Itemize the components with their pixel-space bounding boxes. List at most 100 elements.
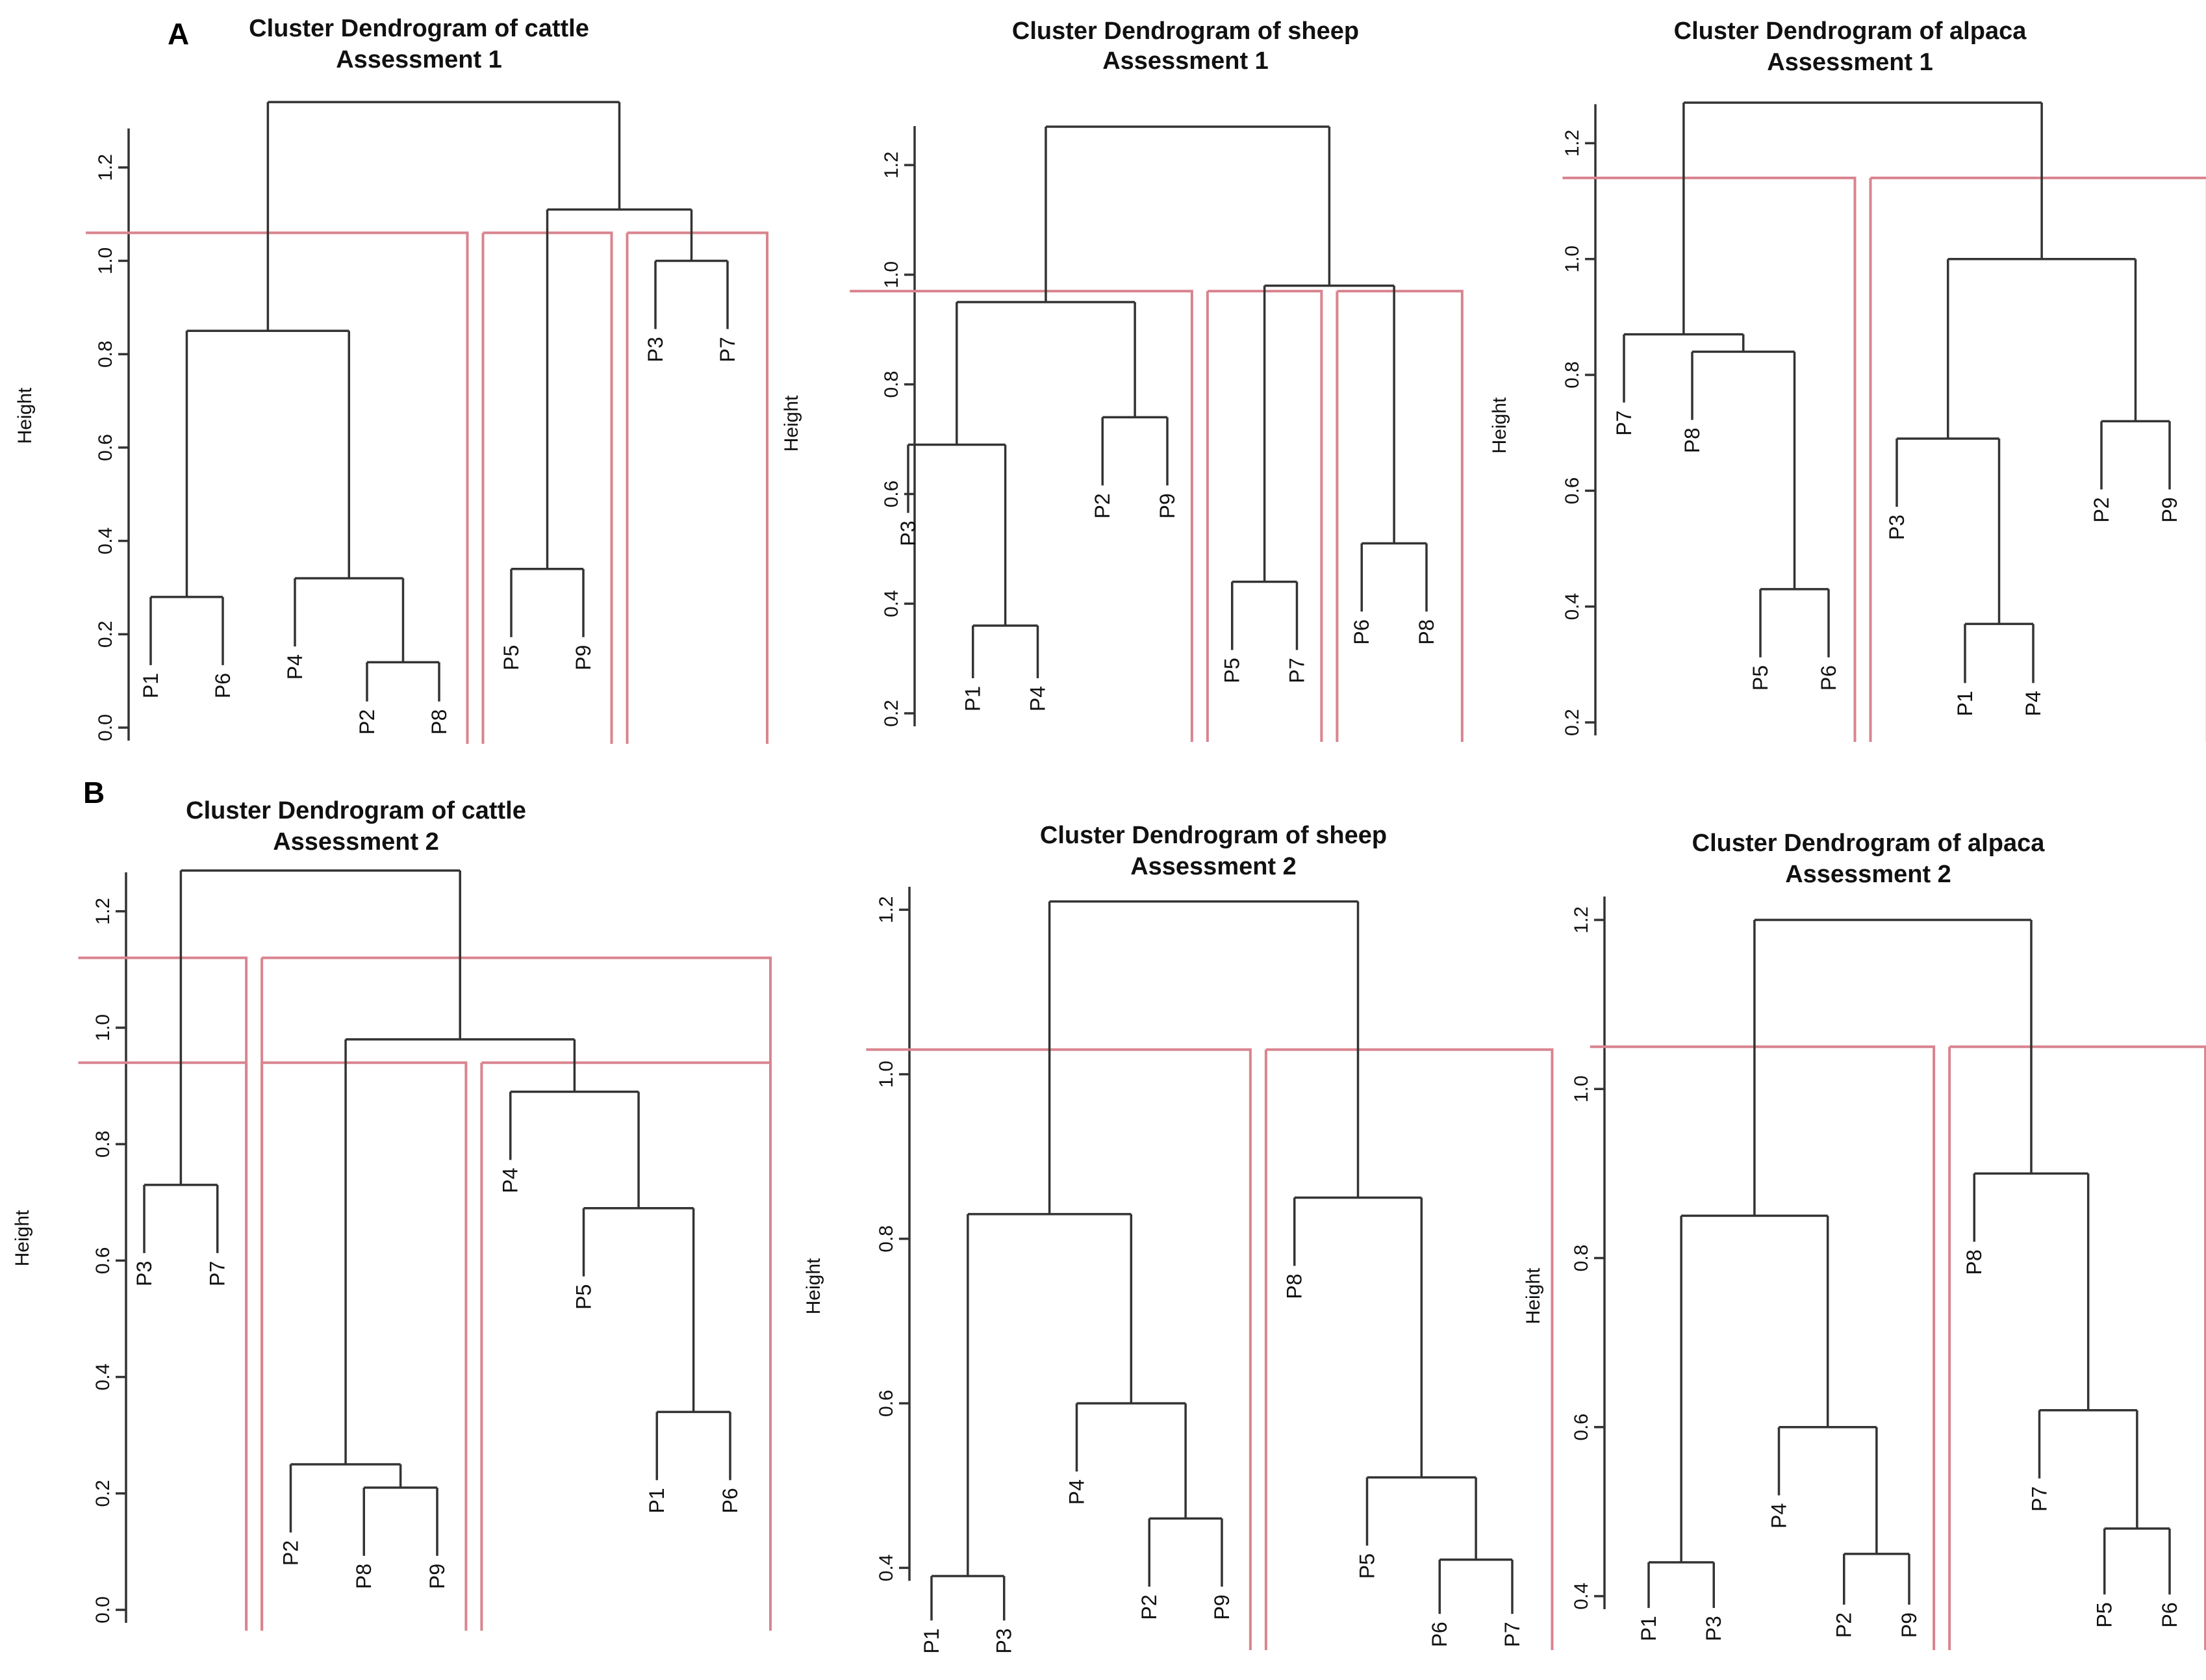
y-tick-label: 1.0 <box>1562 246 1583 273</box>
leaf-label-p3: P3 <box>1702 1616 1725 1641</box>
leaf-label-p1: P1 <box>920 1628 943 1653</box>
leaf-label-p5: P5 <box>1221 657 1244 683</box>
y-tick-label: 1.0 <box>95 248 116 275</box>
panel-label-b: B <box>83 776 105 809</box>
leaf-label-p6: P6 <box>211 673 235 698</box>
leaf-label-p7: P7 <box>2028 1486 2051 1512</box>
leaf-label-p4: P4 <box>283 654 307 680</box>
chart-subtitle: Assessment 1 <box>1102 47 1269 75</box>
leaf-label-p3: P3 <box>133 1261 156 1286</box>
leaf-label-p7: P7 <box>1612 411 1636 436</box>
chart-cattle-assessment-1: Cluster Dendrogram of cattle Assessment … <box>14 15 769 744</box>
leaf-label-p8: P8 <box>1283 1274 1306 1299</box>
leaf-label-p1: P1 <box>1637 1616 1660 1641</box>
cluster-box <box>1590 1045 1936 1650</box>
y-tick-label: 1.2 <box>1562 130 1583 157</box>
y-tick-label: 0.2 <box>92 1480 114 1507</box>
cluster-box <box>627 231 769 744</box>
y-tick-label: 0.8 <box>1562 361 1583 388</box>
leaf-label-p6: P6 <box>1428 1622 1451 1647</box>
leaf-label-p2: P2 <box>279 1540 303 1566</box>
cluster-box <box>1265 1048 1554 1650</box>
cluster-box <box>86 231 469 744</box>
cluster-box <box>1562 176 1857 742</box>
y-tick-label: 0.4 <box>95 528 116 555</box>
y-axis-label: Height <box>781 395 802 452</box>
cluster-box-upper <box>78 956 248 1631</box>
y-tick-label: 0.2 <box>1562 709 1583 736</box>
y-tick-label: 0.2 <box>95 620 116 648</box>
chart-cattle-assessment-2: Cluster Dendrogram of cattle Assessment … <box>12 797 772 1631</box>
leaf-label-p3: P3 <box>993 1628 1016 1653</box>
leaf-label-p6: P6 <box>1350 619 1373 644</box>
chart-alpaca-assessment-2: Cluster Dendrogram of alpaca Assessment … <box>1523 830 2206 1650</box>
leaf-label-p8: P8 <box>427 709 451 735</box>
y-tick-label: 0.8 <box>92 1130 114 1158</box>
cluster-box <box>262 1061 468 1631</box>
leaf-label-p9: P9 <box>1210 1594 1234 1620</box>
y-tick-label: 1.2 <box>95 154 116 181</box>
y-tick-label: 0.8 <box>95 340 116 368</box>
chart-sheep-assessment-2: Cluster Dendrogram of sheep Assessment 2… <box>803 822 1554 1654</box>
y-tick-label: 0.4 <box>1562 593 1583 620</box>
leaf-label-p6: P6 <box>2158 1602 2181 1627</box>
leaf-label-p5: P5 <box>572 1284 596 1310</box>
leaf-label-p4: P4 <box>1026 686 1050 711</box>
y-tick-label: 1.2 <box>876 896 897 923</box>
y-axis-label: Height <box>803 1258 824 1314</box>
chart-subtitle: Assessment 2 <box>1785 861 1951 888</box>
cluster-box <box>850 290 1193 742</box>
leaf-label-p1: P1 <box>645 1488 668 1513</box>
leaf-label-p8: P8 <box>1962 1249 1986 1275</box>
leaf-label-p9: P9 <box>1156 493 1179 518</box>
y-tick-label: 1.2 <box>92 898 114 925</box>
cluster-box <box>1337 290 1464 742</box>
y-tick-label: 0.6 <box>95 434 116 461</box>
leaf-label-p3: P3 <box>644 337 667 362</box>
leaf-label-p2: P2 <box>1137 1594 1161 1620</box>
chart-subtitle: Assessment 2 <box>1130 853 1297 880</box>
cluster-box <box>866 1048 1252 1650</box>
chart-title: Cluster Dendrogram of cattle <box>249 15 589 42</box>
cluster-box <box>481 1061 772 1631</box>
chart-subtitle: Assessment 1 <box>336 46 502 73</box>
chart-title: Cluster Dendrogram of sheep <box>1012 18 1359 45</box>
y-tick-label: 0.0 <box>95 714 116 741</box>
y-axis-label: Height <box>1523 1267 1544 1324</box>
y-axis-label: Height <box>14 387 36 444</box>
y-tick-label: 0.6 <box>1562 477 1583 505</box>
y-axis-label: Height <box>12 1210 33 1266</box>
cluster-box <box>483 231 613 744</box>
leaf-label-p7: P7 <box>716 337 739 362</box>
leaf-label-p8: P8 <box>1415 619 1438 644</box>
leaf-label-p9: P9 <box>2158 497 2181 522</box>
y-tick-label: 0.8 <box>881 371 902 398</box>
y-tick-label: 1.0 <box>876 1061 897 1088</box>
leaf-label-p2: P2 <box>355 709 379 735</box>
chart-title: Cluster Dendrogram of sheep <box>1040 822 1387 849</box>
y-tick-label: 0.8 <box>1571 1245 1592 1272</box>
leaf-label-p8: P8 <box>352 1564 375 1589</box>
chart-title: Cluster Dendrogram of alpaca <box>1674 18 2027 45</box>
leaf-label-p5: P5 <box>1356 1553 1379 1579</box>
y-tick-label: 0.6 <box>876 1390 897 1417</box>
leaf-label-p1: P1 <box>961 686 985 711</box>
y-tick-label: 0.6 <box>1571 1414 1592 1441</box>
leaf-label-p7: P7 <box>1286 657 1309 683</box>
leaf-label-p8: P8 <box>1680 427 1704 453</box>
cluster-box <box>1207 290 1323 742</box>
leaf-label-p4: P4 <box>2022 691 2045 716</box>
y-axis-label: Height <box>1489 397 1510 453</box>
leaf-label-p5: P5 <box>1749 665 1772 691</box>
leaf-label-p9: P9 <box>425 1564 449 1589</box>
leaf-label-p2: P2 <box>1091 493 1114 518</box>
leaf-label-p3: P3 <box>1885 515 1908 540</box>
cluster-box <box>1870 176 2206 742</box>
y-tick-label: 1.0 <box>92 1014 114 1041</box>
panel-label-a: A <box>168 17 189 51</box>
leaf-label-p1: P1 <box>1953 691 1977 716</box>
y-tick-label: 1.0 <box>881 261 902 288</box>
leaf-label-p3: P3 <box>896 520 920 546</box>
y-tick-label: 0.6 <box>881 481 902 508</box>
